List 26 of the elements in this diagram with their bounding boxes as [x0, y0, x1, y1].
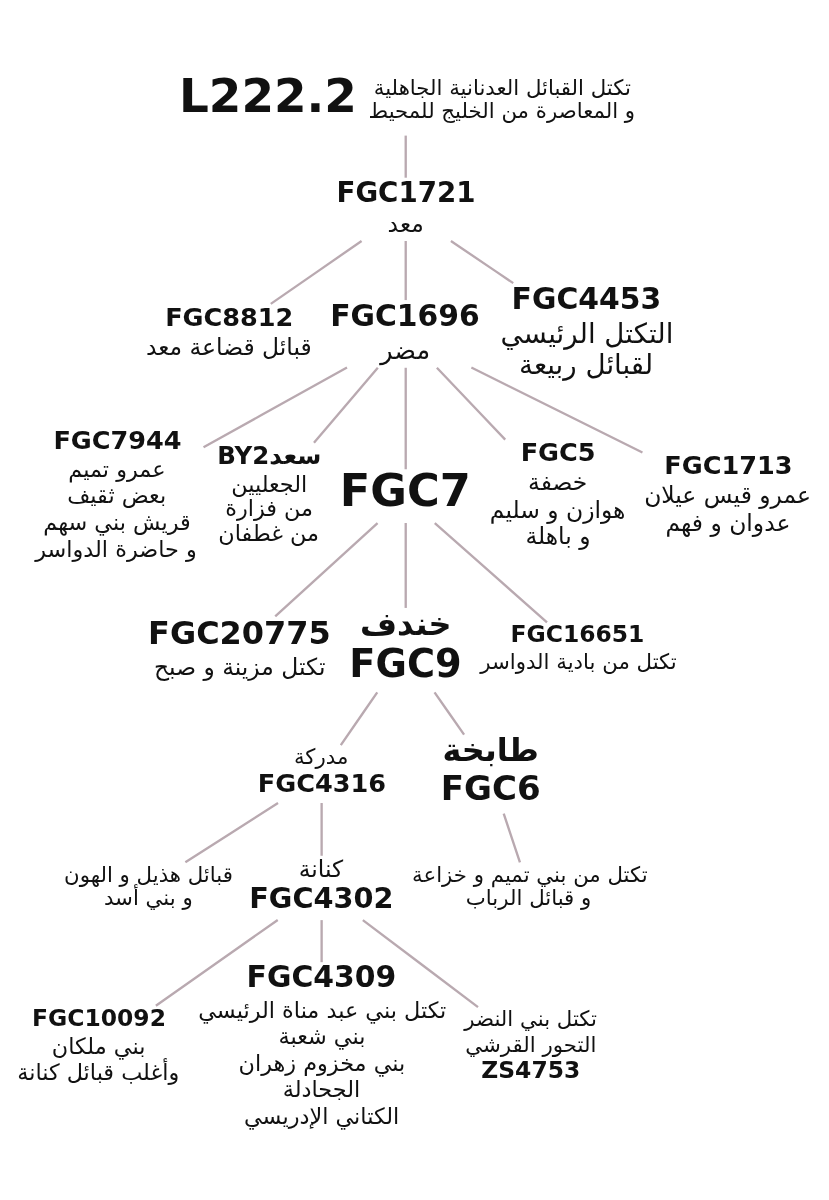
connector — [184, 802, 279, 864]
connector — [502, 813, 522, 863]
connector — [270, 240, 363, 305]
node-label: تكتل القبائل العدنانية الجاهلية و المعاصرة من الخليج للمحيط — [368, 74, 636, 124]
connector — [313, 367, 379, 444]
node-text: BY2سعد الجعليين من فزارة من غطفان — [217, 440, 322, 546]
connector — [404, 523, 407, 608]
connector — [404, 241, 407, 301]
node-text: FGC7 — [339, 465, 471, 518]
connector — [320, 920, 323, 963]
connector — [470, 366, 643, 454]
node-text: L222.2 — [179, 69, 357, 124]
connector — [274, 522, 379, 618]
connector — [434, 522, 548, 624]
connector — [436, 366, 507, 441]
connector — [362, 919, 479, 1008]
connector — [404, 367, 407, 470]
node-text: تكتل من بني تميم و خزاعة و قبائل الرباب — [412, 861, 648, 910]
connector — [450, 240, 514, 285]
connector — [320, 803, 323, 856]
connector — [433, 691, 466, 736]
connector — [339, 691, 379, 746]
node-text: قبائل هذيل و الهون و بني أسد — [64, 861, 233, 910]
connector — [404, 135, 407, 178]
connector — [155, 918, 279, 1007]
connector — [202, 366, 348, 449]
